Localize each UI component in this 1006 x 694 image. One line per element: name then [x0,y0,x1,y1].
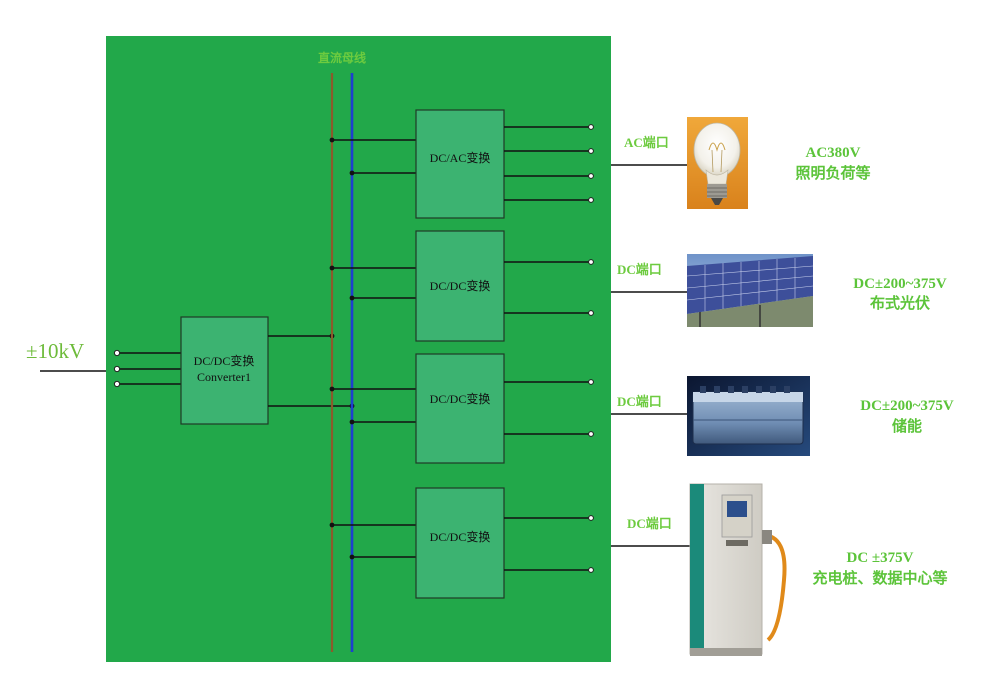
main-converter-label: DC/DC变换 [194,353,255,368]
port-label-ac: AC端口 [624,135,669,150]
converter-dc-dc-3: DC/DC变换 [329,353,594,464]
load-1-voltage: AC380V [806,145,861,161]
input-voltage-label: ±10kV [26,339,84,363]
bus-label: 直流母线 [318,50,366,65]
port-label-dc-3: DC端口 [617,394,662,409]
converter-dc-dc-2-label: DC/DC变换 [430,278,491,293]
converter-dc-ac-label: DC/AC变换 [430,150,491,165]
load-3-voltage: DC±200~375V [860,398,954,414]
converter-dc-dc-3-label: DC/DC变换 [430,391,491,406]
converter-dc-ac: DC/AC变换 [329,109,594,219]
input-terminals [113,349,181,388]
main-converter-sublabel: Converter1 [197,370,251,384]
main-converter: DC/DC变换 Converter1 [180,316,269,425]
load-1-desc: 照明负荷等 [795,164,870,182]
solar-panel-icon [686,254,814,327]
converter-dc-dc-2: DC/DC变换 [329,230,594,342]
charging-station-icon [689,483,787,656]
load-2-desc: 布式光伏 [870,294,930,312]
battery-icon [687,376,810,456]
port-label-dc-4: DC端口 [627,516,672,531]
load-2-voltage: DC±200~375V [853,276,947,292]
converter-dc-dc-4: DC/DC变换 [329,487,594,599]
load-4-voltage: DC ±375V [847,550,914,566]
port-label-dc-2: DC端口 [617,262,662,277]
load-4-desc: 充电桩、数据中心等 [812,569,947,587]
converter-dc-dc-4-label: DC/DC变换 [430,529,491,544]
light-bulb-icon [687,117,748,209]
load-3-desc: 储能 [892,417,922,435]
